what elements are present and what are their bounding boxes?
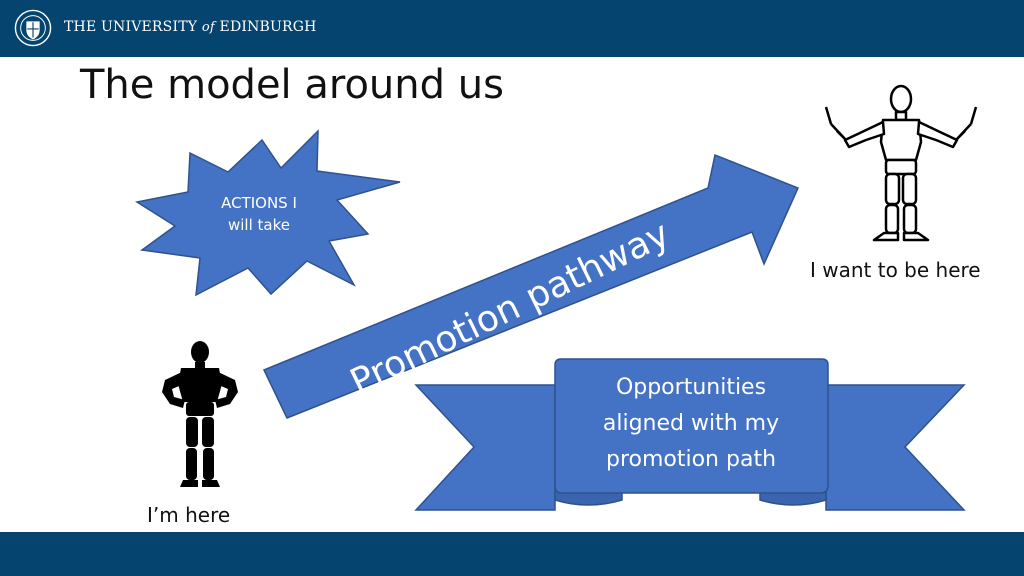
university-name[interactable]: THE UNIVERSITY of EDINBURGH [64,19,317,35]
opportunities-banner [414,358,966,511]
actions-starburst [135,129,401,297]
actions-label-line1: ACTIONS I [221,194,297,212]
current-position-caption: I’m here [147,503,231,527]
promotion-pathway-arrow [262,153,800,419]
footer-bar [0,532,1024,576]
actions-label-line2: will take [228,216,290,234]
opportunities-label: Opportunities aligned with my promotion … [560,370,822,478]
slide-title: The model around us [80,62,504,108]
opportunities-line1: Opportunities [615,375,767,400]
opportunities-line2: aligned with my [602,411,780,436]
university-crest-icon [14,9,52,47]
goal-position-figure [824,84,978,242]
goal-position-caption: I want to be here [810,258,981,282]
opportunities-line3: promotion path [605,447,777,472]
actions-label: ACTIONS I will take [200,192,318,236]
header-bar [0,0,1024,57]
current-position-figure [162,341,238,487]
